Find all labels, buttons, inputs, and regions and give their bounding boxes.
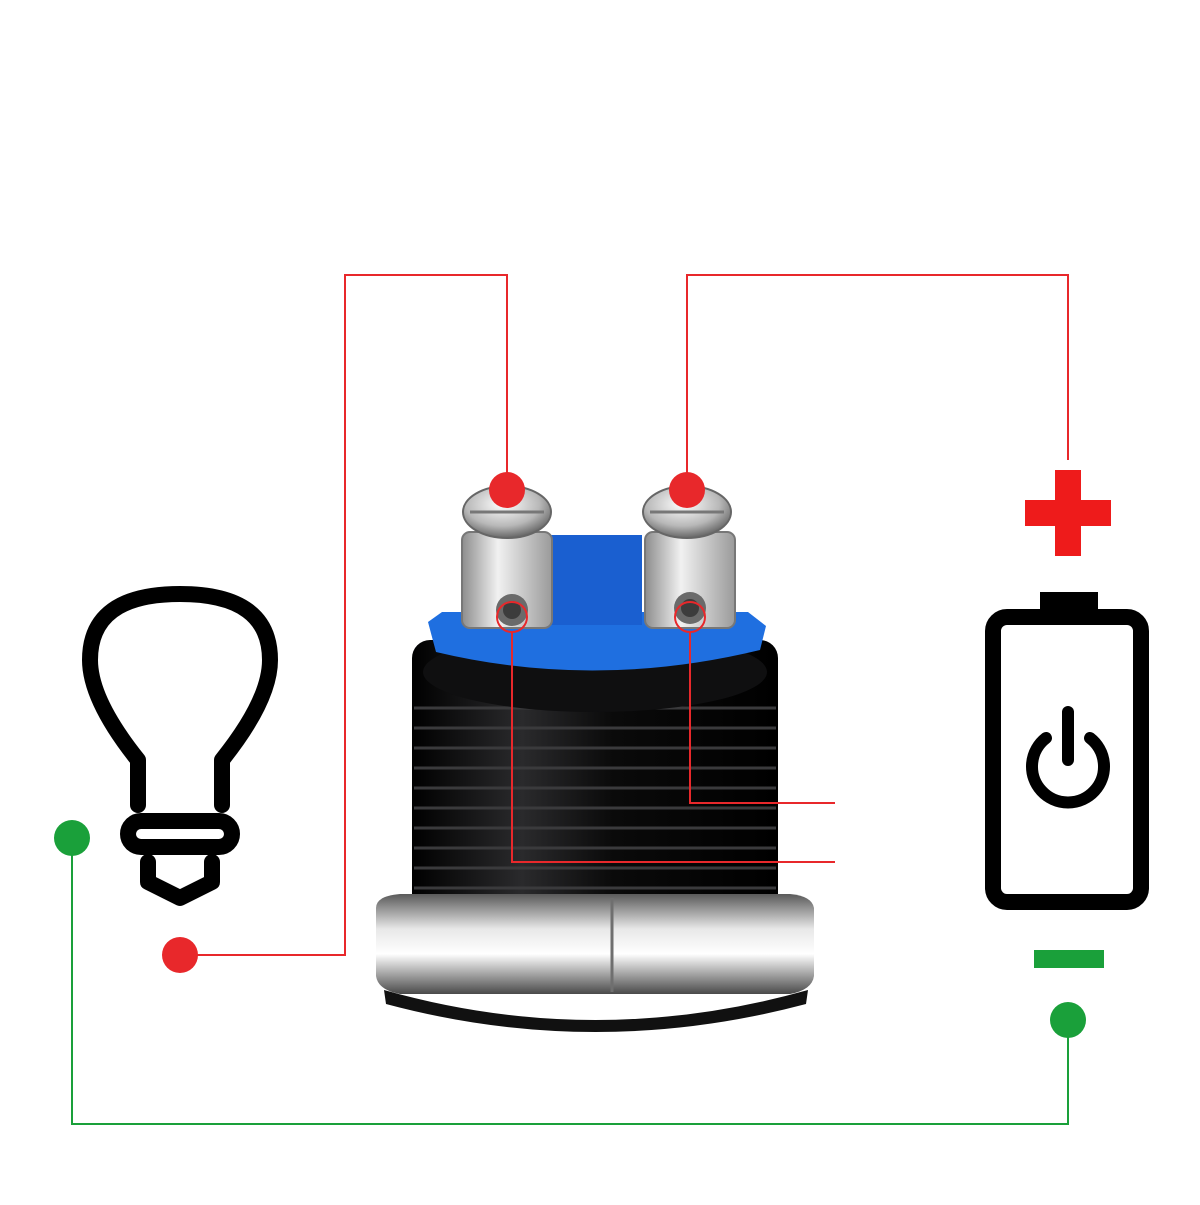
battery-negative-dot — [1050, 1002, 1086, 1038]
battery-icon — [985, 592, 1149, 910]
leader-line-left — [511, 632, 835, 863]
terminal-left — [461, 485, 553, 629]
lamp-negative-dot — [54, 820, 90, 856]
switch-hex-nut — [376, 894, 814, 994]
wire-lamp-to-battery — [71, 838, 1069, 1125]
plus-sign-icon — [1025, 470, 1111, 556]
switch-blue-housing — [546, 535, 642, 625]
light-bulb-icon — [82, 586, 278, 906]
terminal-dot-right — [669, 472, 705, 508]
wire-switch-to-battery — [686, 274, 1069, 490]
push-button-switch — [376, 485, 814, 1032]
switch-threaded-body — [412, 640, 778, 920]
negative-wiring — [71, 838, 1069, 1125]
minus-sign-icon — [1034, 950, 1104, 968]
switch-bottom-flange — [384, 990, 808, 1032]
lamp-positive-dot — [162, 937, 198, 973]
power-symbol-icon — [1026, 706, 1110, 809]
leader-line-right — [689, 632, 835, 804]
terminal-right — [642, 485, 736, 629]
terminal-dot-left — [489, 472, 525, 508]
wire-lamp-to-switch — [180, 274, 508, 956]
positive-wiring — [180, 274, 1069, 956]
